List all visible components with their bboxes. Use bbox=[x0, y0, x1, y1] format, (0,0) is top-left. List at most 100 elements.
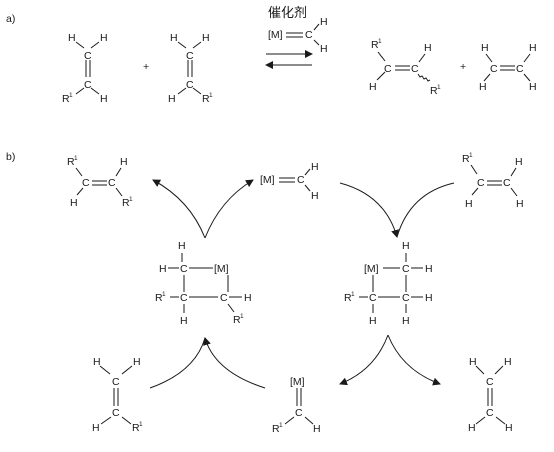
svg-text:[M]: [M] bbox=[260, 174, 275, 186]
svg-text:H: H bbox=[425, 263, 433, 275]
svg-text:H: H bbox=[481, 42, 489, 54]
svg-text:1: 1 bbox=[209, 92, 213, 99]
svg-text:H: H bbox=[515, 156, 523, 168]
svg-text:H: H bbox=[425, 292, 433, 304]
svg-text:H: H bbox=[170, 32, 178, 44]
panel-label-a: a) bbox=[6, 13, 15, 25]
product-alkene-1: R 1 C H C H R 1 bbox=[369, 38, 441, 97]
svg-text:C: C bbox=[112, 376, 120, 388]
svg-text:C: C bbox=[503, 177, 511, 189]
svg-text:H: H bbox=[479, 81, 487, 93]
svg-text:1: 1 bbox=[351, 291, 355, 298]
svg-text:C: C bbox=[516, 63, 524, 75]
svg-text:C: C bbox=[486, 407, 494, 419]
svg-text:C: C bbox=[295, 407, 303, 419]
svg-text:H: H bbox=[133, 356, 141, 368]
product-ethylene: H C H C H H bbox=[479, 42, 537, 93]
svg-text:C: C bbox=[108, 177, 116, 189]
svg-text:C: C bbox=[82, 177, 90, 189]
svg-text:H: H bbox=[369, 315, 377, 327]
svg-text:C: C bbox=[369, 292, 377, 304]
cycle-arrow-top-left bbox=[152, 179, 206, 239]
svg-text:1: 1 bbox=[469, 152, 473, 159]
svg-text:C: C bbox=[411, 63, 419, 75]
svg-text:R: R bbox=[344, 292, 352, 304]
catalyst-label: 催化剂 bbox=[268, 5, 307, 20]
svg-text:H: H bbox=[180, 315, 188, 327]
svg-text:H: H bbox=[93, 356, 101, 368]
cycle-arrow-bottom-left-up bbox=[203, 337, 266, 389]
svg-text:H: H bbox=[311, 190, 319, 202]
svg-text:1: 1 bbox=[378, 38, 382, 45]
svg-text:R: R bbox=[62, 93, 70, 105]
svg-text:[M]: [M] bbox=[268, 29, 283, 41]
svg-text:1: 1 bbox=[139, 421, 143, 428]
svg-text:C: C bbox=[112, 407, 120, 419]
svg-text:H: H bbox=[244, 292, 252, 304]
svg-text:C: C bbox=[186, 79, 194, 91]
cycle-arrow-right-down bbox=[339, 182, 399, 238]
svg-text:R: R bbox=[462, 153, 470, 165]
svg-text:H: H bbox=[120, 156, 128, 168]
svg-text:1: 1 bbox=[162, 291, 166, 298]
svg-text:H: H bbox=[68, 32, 76, 44]
svg-text:H: H bbox=[100, 93, 108, 105]
svg-text:1: 1 bbox=[74, 155, 78, 162]
svg-text:R: R bbox=[67, 156, 75, 168]
svg-text:H: H bbox=[320, 16, 328, 28]
cycle-arrow-right-in bbox=[396, 182, 455, 238]
svg-text:C: C bbox=[180, 292, 188, 304]
svg-text:C: C bbox=[297, 174, 305, 186]
reactant-alkene-2: H H C C H R 1 bbox=[168, 32, 213, 105]
metallacyclobutane-left: H H C [M] C C H R 1 H R 1 bbox=[155, 240, 252, 327]
svg-text:H: H bbox=[504, 356, 512, 368]
cycle-arrow-bottom-right-left bbox=[339, 334, 389, 386]
svg-text:R: R bbox=[272, 423, 280, 435]
metallacyclobutane-right: H [M] C H C C H R 1 H H bbox=[344, 240, 433, 327]
svg-text:H: H bbox=[202, 32, 210, 44]
plus-sign: + bbox=[460, 61, 466, 73]
svg-text:1: 1 bbox=[69, 92, 73, 99]
cycle-arrow-bottom-right-right bbox=[387, 334, 441, 386]
svg-text:C: C bbox=[305, 29, 313, 41]
metal-alkylidene: [M] C R 1 H bbox=[272, 376, 321, 435]
svg-text:H: H bbox=[100, 32, 108, 44]
svg-text:H: H bbox=[159, 263, 167, 275]
svg-text:H: H bbox=[465, 198, 473, 210]
svg-text:H: H bbox=[468, 422, 476, 434]
svg-text:H: H bbox=[516, 198, 524, 210]
svg-text:R: R bbox=[430, 85, 438, 97]
svg-text:C: C bbox=[477, 177, 485, 189]
svg-text:H: H bbox=[424, 42, 432, 54]
svg-text:H: H bbox=[529, 81, 537, 93]
svg-text:R: R bbox=[202, 93, 210, 105]
cycle-ethylene-vertical: H H C C H H bbox=[468, 356, 513, 434]
svg-text:R: R bbox=[132, 422, 140, 434]
svg-text:H: H bbox=[313, 423, 321, 435]
svg-text:[M]: [M] bbox=[290, 376, 305, 388]
cycle-substrate-vertical: H H C C H R 1 bbox=[92, 356, 143, 434]
svg-text:H: H bbox=[311, 161, 319, 173]
svg-text:1: 1 bbox=[129, 196, 133, 203]
svg-text:1: 1 bbox=[437, 84, 441, 91]
svg-text:C: C bbox=[186, 50, 194, 62]
svg-text:R: R bbox=[371, 39, 379, 51]
svg-text:C: C bbox=[402, 292, 410, 304]
svg-text:H: H bbox=[320, 43, 328, 55]
panel-label-b: b) bbox=[6, 151, 15, 163]
svg-text:[M]: [M] bbox=[214, 263, 229, 275]
metal-carbene: [M] C H H bbox=[260, 161, 319, 202]
svg-text:R: R bbox=[233, 314, 241, 326]
svg-text:H: H bbox=[92, 422, 100, 434]
svg-text:H: H bbox=[369, 81, 377, 93]
svg-text:1: 1 bbox=[240, 313, 244, 320]
svg-text:H: H bbox=[529, 42, 537, 54]
reactant-alkene-1: H H C C R 1 H bbox=[62, 32, 108, 105]
cycle-substrate-alkene: R 1 C H C H H bbox=[462, 152, 524, 210]
svg-text:H: H bbox=[469, 356, 477, 368]
svg-text:H: H bbox=[168, 93, 176, 105]
svg-text:H: H bbox=[70, 197, 78, 209]
svg-text:C: C bbox=[490, 63, 498, 75]
svg-text:C: C bbox=[402, 263, 410, 275]
